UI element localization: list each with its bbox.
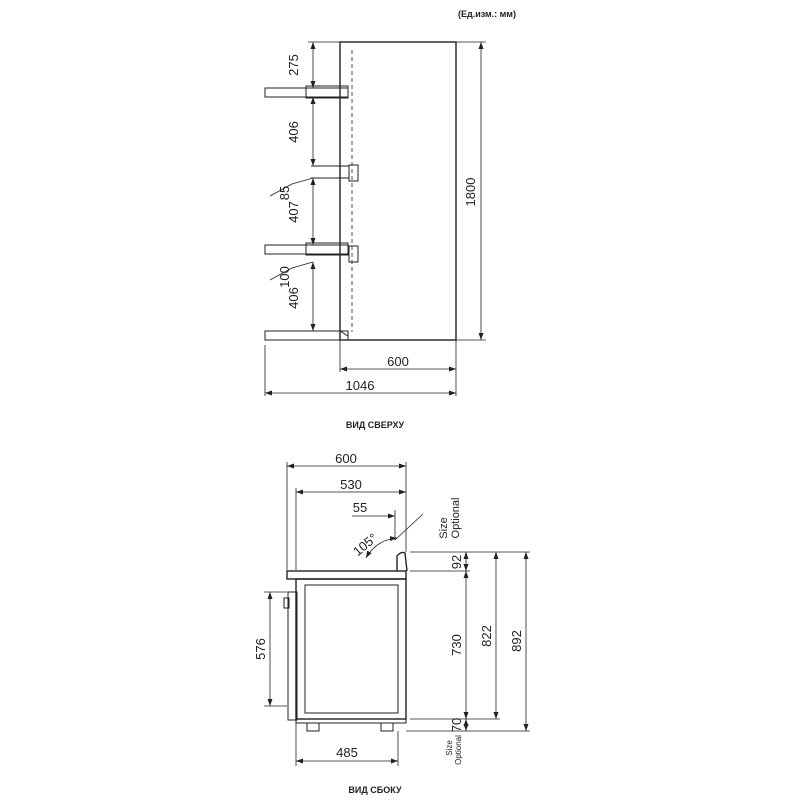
side-foot-rear	[380, 722, 394, 732]
top-view: 275 406 85 407 100 406 1800 600 1046 ВИД…	[264, 41, 486, 430]
dim-side-optional: Optional	[450, 498, 462, 539]
caption-top-view: ВИД СВЕРХУ	[346, 420, 405, 430]
top-handle-2	[348, 245, 359, 263]
dim-side-angle-105: 105°	[350, 530, 380, 559]
dim-side-size: Size	[438, 517, 450, 538]
dim-side-730: 730	[449, 634, 464, 656]
dim-406-upper: 406	[286, 121, 301, 143]
side-door-handle	[283, 597, 290, 609]
dim-407: 407	[286, 201, 301, 223]
dim-100: 100	[277, 266, 292, 288]
side-cabinet-body	[295, 578, 407, 720]
top-handle-1	[348, 164, 359, 182]
leader-85	[269, 177, 314, 197]
caption-side-view: ВИД СБОКУ	[348, 785, 402, 795]
angle-arc-105	[365, 536, 398, 559]
side-door	[287, 591, 298, 721]
side-view: 600 530 55 105° Size Optional 92 730 822…	[253, 451, 530, 795]
dim-side-600: 600	[335, 451, 357, 466]
dim-side-55: 55	[353, 500, 367, 515]
top-shelf-2-bracket	[305, 242, 349, 256]
dim-406-lower: 406	[286, 287, 301, 309]
dim-side-92: 92	[449, 555, 464, 569]
dim-side-530: 530	[340, 477, 362, 492]
dim-side-size-small: Size	[445, 740, 454, 756]
side-inner-panel	[304, 584, 399, 714]
side-pan-lid-line	[394, 513, 424, 541]
dim-side-822: 822	[479, 625, 494, 647]
side-plinth	[295, 718, 407, 724]
units-label: (Ед.изм.: мм)	[458, 9, 516, 19]
leader-100	[269, 261, 314, 281]
dim-600-top: 600	[387, 354, 409, 369]
dim-side-576: 576	[253, 638, 268, 660]
dim-side-optional-small: Optional	[454, 735, 463, 765]
dim-side-485: 485	[336, 745, 358, 760]
dim-1046: 1046	[346, 378, 375, 393]
dim-side-70: 70	[449, 718, 464, 732]
dim-275: 275	[286, 54, 301, 76]
top-shelf-1-bracket	[305, 85, 349, 99]
top-body-outline	[339, 41, 457, 341]
top-shelf-3	[264, 330, 349, 341]
dim-side-892: 892	[509, 630, 524, 652]
side-foot-front	[306, 722, 320, 732]
dim-85: 85	[277, 186, 292, 200]
dim-1800: 1800	[463, 178, 478, 207]
side-back-upstand	[396, 551, 408, 572]
top-shelf-3-bracket	[306, 330, 349, 337]
side-worktop	[286, 570, 407, 580]
